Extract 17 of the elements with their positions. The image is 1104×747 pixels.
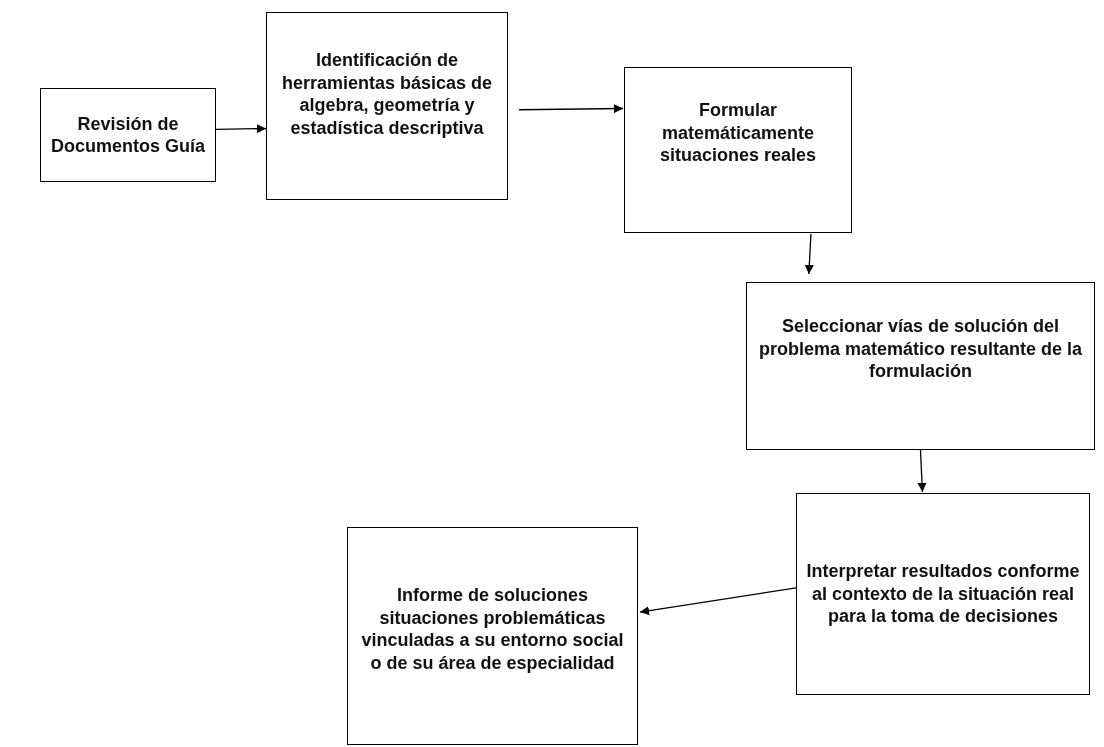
process-box: [347, 527, 638, 745]
process-box: [796, 493, 1090, 695]
arrow: [639, 587, 797, 616]
step-text: Informe de soluciones situaciones problemáticas vinculadas a su entorno social o de su área de especialidad: [360, 584, 625, 674]
arrow: [215, 124, 267, 134]
step-text: Identificación de herramientas básicas de algebra, geometría y estadística descriptiva: [280, 49, 494, 139]
arrow: [518, 104, 624, 114]
arrow: [917, 449, 927, 493]
step-text: Seleccionar vías de solución del problema matemático resultante de la formulación: [757, 315, 1084, 383]
step-text: Revisión de Documentos Guía: [50, 112, 206, 158]
process-box: [746, 282, 1095, 450]
step-text: Formular matemáticamente situaciones reales: [658, 99, 818, 167]
process-box: [40, 88, 216, 182]
arrow: [804, 233, 814, 275]
step-text: Interpretar resultados conforme al contexto de la situación real para la toma de decisiones: [805, 560, 1081, 628]
process-box: [624, 67, 852, 233]
process-box: [266, 12, 508, 200]
